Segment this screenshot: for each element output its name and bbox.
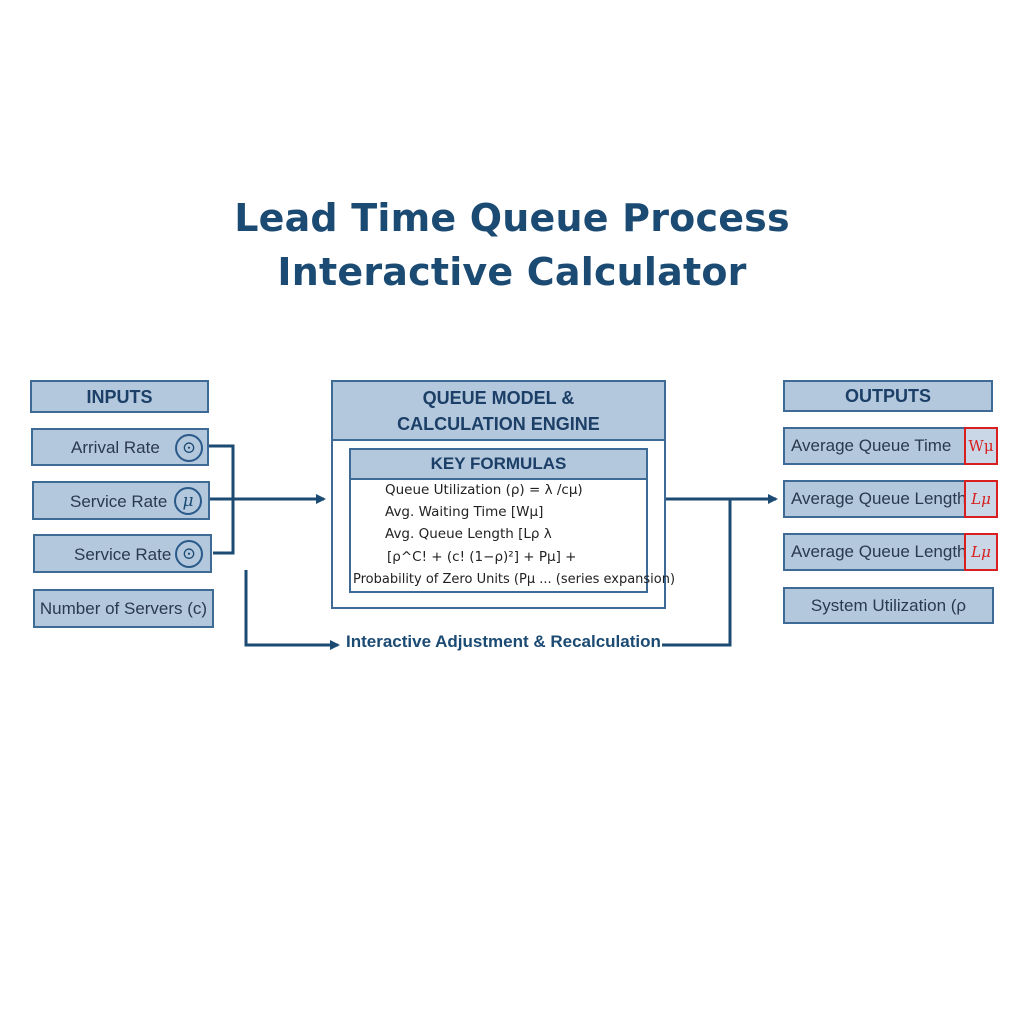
output-label: Average Queue Length	[791, 489, 967, 508]
output-system-utilization: System Utilization (ρ	[783, 587, 994, 624]
output-symbol: Lμ	[964, 480, 998, 518]
input-number-of-servers[interactable]: Number of Servers (c)	[33, 589, 214, 628]
engine-header-line-2: CALCULATION ENGINE	[397, 413, 600, 434]
target-icon: ⊙	[175, 540, 203, 568]
formula-expansion: [ρ^C! + (c! (1−ρ)²] + Pμ] +	[387, 549, 577, 565]
feedback-label: Interactive Adjustment & Recalculation	[346, 632, 661, 651]
inputs-header: INPUTS	[30, 380, 209, 413]
formula-waiting-time: Avg. Waiting Time [Wμ]	[385, 504, 544, 520]
input-label: Number of Servers (c)	[39, 598, 208, 618]
output-average-queue-length: Average Queue Length Lμ	[783, 480, 998, 518]
key-formulas-panel: KEY FORMULAS Queue Utilization (ρ) = λ /…	[349, 448, 675, 593]
input-label: Service Rate	[70, 492, 168, 511]
feedback-arrow-left	[244, 570, 340, 650]
input-label: Service Rate	[74, 545, 172, 564]
input-service-rate[interactable]: Service Rate μ	[32, 481, 210, 520]
input-service-rate-2[interactable]: Service Rate ⊙	[33, 534, 212, 573]
queue-engine-panel: QUEUE MODEL & CALCULATION ENGINE KEY FOR…	[331, 380, 675, 609]
feedback-arrow-right	[662, 499, 732, 647]
output-symbol: Wμ	[964, 427, 998, 465]
title-line-2: Interactive Calculator	[277, 250, 747, 294]
target-icon: ⊙	[175, 434, 203, 462]
key-formulas-header: KEY FORMULAS	[351, 450, 646, 480]
output-label: System Utilization (ρ	[810, 595, 967, 615]
title-line-1: Lead Time Queue Process	[234, 196, 790, 240]
output-symbol: Lμ	[964, 533, 998, 571]
output-label: Average Queue Time	[791, 436, 952, 455]
engine-header: QUEUE MODEL & CALCULATION ENGINE	[333, 382, 664, 441]
formula-queue-length: Avg. Queue Length [Lρ λ	[385, 526, 552, 542]
formula-utilization: Queue Utilization (ρ) = λ /cμ)	[385, 482, 583, 498]
output-average-queue-time: Average Queue Time Wμ	[783, 427, 998, 465]
output-label: Average Queue Length	[791, 542, 967, 561]
input-arrival-rate[interactable]: Arrival Rate ⊙	[31, 428, 209, 466]
output-average-queue-length-2: Average Queue Length Lμ	[783, 533, 998, 571]
engine-header-line-1: QUEUE MODEL &	[422, 387, 575, 408]
formula-zero-units: Probability of Zero Units (Pμ ... (serie…	[353, 572, 676, 587]
outputs-header: OUTPUTS	[783, 380, 993, 412]
mu-icon: μ	[174, 487, 202, 515]
input-label: Arrival Rate	[71, 438, 160, 457]
